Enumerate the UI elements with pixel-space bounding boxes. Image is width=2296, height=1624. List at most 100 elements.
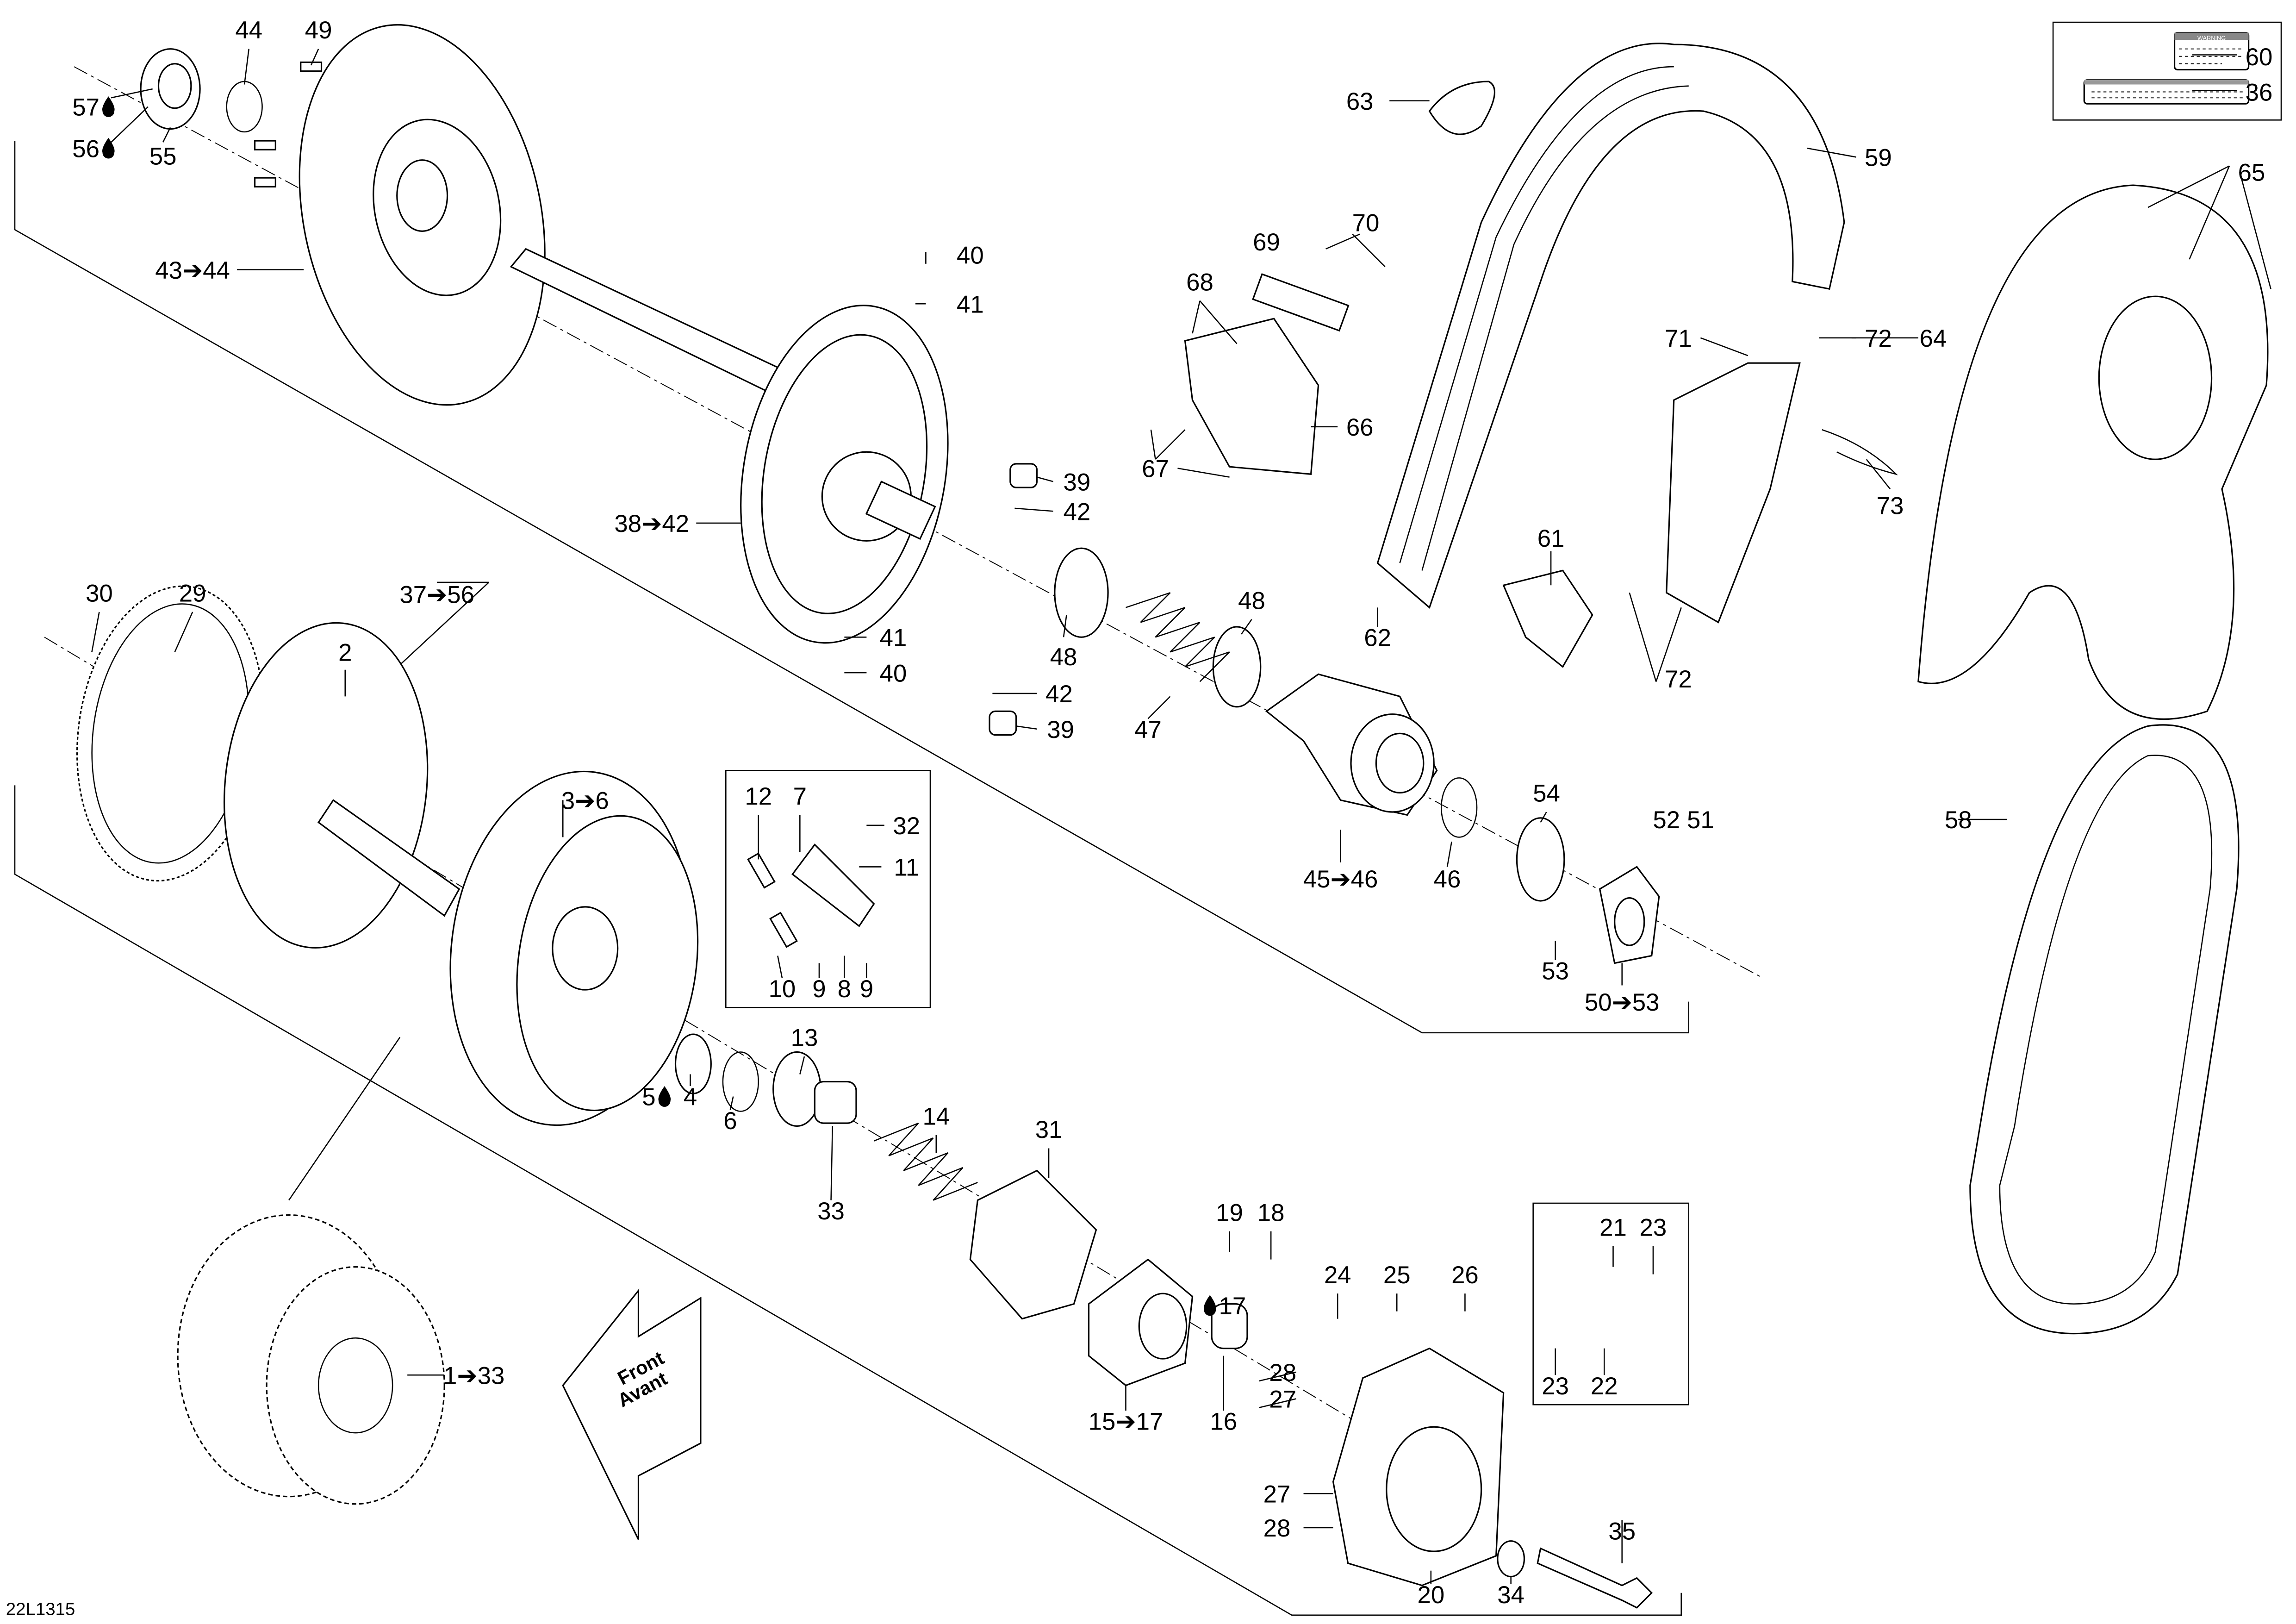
callout-13: 13: [791, 1024, 818, 1052]
leader-line: [174, 612, 193, 652]
callout-12: 12: [745, 783, 772, 810]
callout-6: 6: [723, 1107, 737, 1135]
drive-fixed-sheave-2: [223, 622, 460, 949]
leader-line: [1866, 459, 1891, 490]
guard-logo: [2098, 295, 2213, 460]
leader-line: [1446, 841, 1452, 867]
leader-line: [1629, 592, 1657, 682]
leader-line: [1037, 476, 1053, 482]
callout-29: 29: [179, 580, 206, 607]
callout-60: 60: [2246, 44, 2273, 71]
callout-42: 42: [1064, 498, 1091, 525]
callout-46: 46: [1434, 866, 1461, 893]
callout-68: 68: [1186, 269, 1213, 296]
bracket-61: [1502, 569, 1593, 668]
leader-line: [1807, 147, 1856, 158]
callout-51: 51: [1687, 806, 1714, 834]
washer-34: [1497, 1540, 1525, 1578]
oil-drop-icon: [102, 96, 115, 117]
callout-36: 36: [2246, 79, 2273, 106]
circlip-44: [226, 81, 263, 133]
callout-24: 24: [1324, 1262, 1351, 1289]
cam-45: [1265, 673, 1438, 816]
sleeve-31: [969, 1169, 1097, 1320]
callout-54: 54: [1533, 780, 1560, 807]
callout-44: 44: [235, 17, 262, 44]
leader-line: [1177, 468, 1230, 478]
callout-70: 70: [1352, 209, 1380, 237]
callout-48: 48: [1050, 643, 1077, 671]
detail-box-spider-parts: [1532, 1202, 1690, 1405]
callout-49: 49: [305, 17, 332, 44]
leader-line: [2189, 166, 2230, 260]
leader-line: [1014, 507, 1053, 512]
callout-27: 27: [1263, 1481, 1291, 1508]
bushing-33: [814, 1081, 857, 1124]
spring-47: [1126, 592, 1230, 682]
callout-40: 40: [957, 242, 984, 269]
callout-28: 28: [1263, 1515, 1291, 1542]
leader-line: [1700, 337, 1748, 356]
leader-line: [1259, 1371, 1296, 1382]
leader-line: [310, 49, 319, 66]
spring-14: [873, 1122, 978, 1201]
spider-15: [1088, 1258, 1194, 1387]
driven-movable-sheave: [740, 305, 949, 644]
leader-line: [243, 49, 249, 85]
leader-line: [1150, 430, 1156, 460]
callout-50➔53: 50➔53: [1585, 989, 1660, 1016]
callout-21: 21: [1599, 1214, 1627, 1241]
callout-20: 20: [1417, 1581, 1444, 1609]
plate-69: [1252, 273, 1350, 332]
callout-48: 48: [1238, 587, 1265, 615]
detail-box-labels: [2052, 21, 2282, 121]
callout-23: 23: [1542, 1373, 1569, 1400]
seal-13: [772, 1051, 821, 1127]
leader-line: [777, 956, 783, 978]
callout-47: 47: [1134, 716, 1162, 743]
callout-18: 18: [1257, 1199, 1285, 1226]
front-direction-arrow: Front Avant: [562, 1288, 702, 1540]
callout-66: 66: [1346, 414, 1374, 441]
callout-14: 14: [922, 1103, 950, 1130]
callout-39: 39: [1064, 468, 1091, 496]
leader-line: [1259, 1398, 1296, 1408]
callout-11: 11: [894, 854, 919, 881]
callout-72: 72: [1665, 666, 1692, 693]
callout-38➔42: 38➔42: [614, 510, 689, 537]
bracket-71: [1666, 362, 1801, 624]
callout-34: 34: [1497, 1581, 1524, 1609]
circlip-46: [1440, 777, 1478, 838]
callout-71: 71: [1665, 325, 1692, 352]
leader-line: [1155, 429, 1186, 460]
callout-45➔46: 45➔46: [1303, 866, 1378, 893]
driven-fixed-sheave: [299, 24, 546, 406]
callout-41: 41: [957, 291, 984, 318]
callout-67: 67: [1142, 456, 1169, 483]
belt-guard-support-59: [1376, 43, 1845, 609]
callout-28: 28: [1269, 1359, 1296, 1387]
callout-40: 40: [880, 660, 907, 687]
callout-56: 56: [72, 135, 100, 162]
guard-64: [1917, 184, 2269, 720]
leader-line: [729, 1096, 734, 1110]
callout-30: 30: [86, 580, 113, 607]
callout-52: 52: [1653, 806, 1680, 834]
callout-73: 73: [1877, 493, 1904, 520]
callout-33: 33: [817, 1198, 845, 1225]
detail-box-lever: [725, 770, 931, 1008]
leader-line: [1192, 300, 1201, 334]
callout-23: 23: [1640, 1214, 1667, 1241]
warning-decal-heading: WARNING: [2197, 34, 2226, 41]
drawing-number: 22L1315: [6, 1599, 75, 1619]
callout-64: 64: [1919, 325, 1947, 352]
callout-8: 8: [838, 975, 851, 1003]
callout-16: 16: [1210, 1408, 1237, 1436]
callout-5: 5: [642, 1084, 655, 1111]
callout-32: 32: [893, 812, 920, 840]
callout-53: 53: [1542, 958, 1569, 985]
bolt-35: [1537, 1547, 1653, 1609]
callout-31: 31: [1035, 1116, 1063, 1143]
callout-35: 35: [1608, 1518, 1636, 1545]
